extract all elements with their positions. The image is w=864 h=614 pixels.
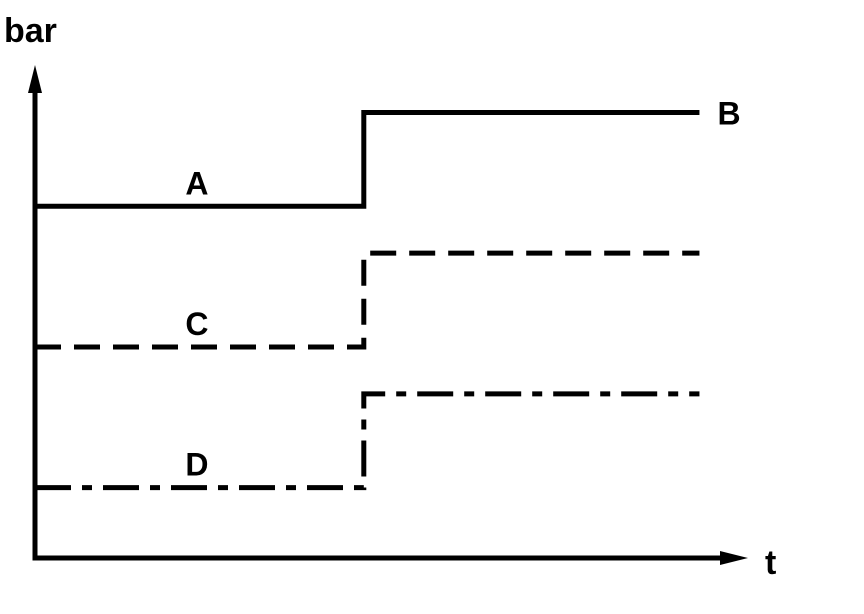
series-line-a	[35, 109, 700, 209]
series-line-c	[35, 250, 700, 350]
axes	[28, 65, 748, 565]
x-axis-label: t	[765, 544, 776, 582]
x-axis-arrowhead	[720, 551, 748, 565]
series-labels: A B C D	[185, 95, 740, 482]
series-label-d: D	[185, 447, 208, 483]
y-axis-arrowhead	[28, 65, 42, 93]
series-label-a: A	[185, 165, 208, 201]
series-label-c: C	[185, 306, 208, 342]
series-layer	[35, 109, 700, 491]
y-axis-label: bar	[4, 12, 57, 50]
series-label-b: B	[717, 95, 740, 131]
series-line-d	[35, 391, 700, 491]
